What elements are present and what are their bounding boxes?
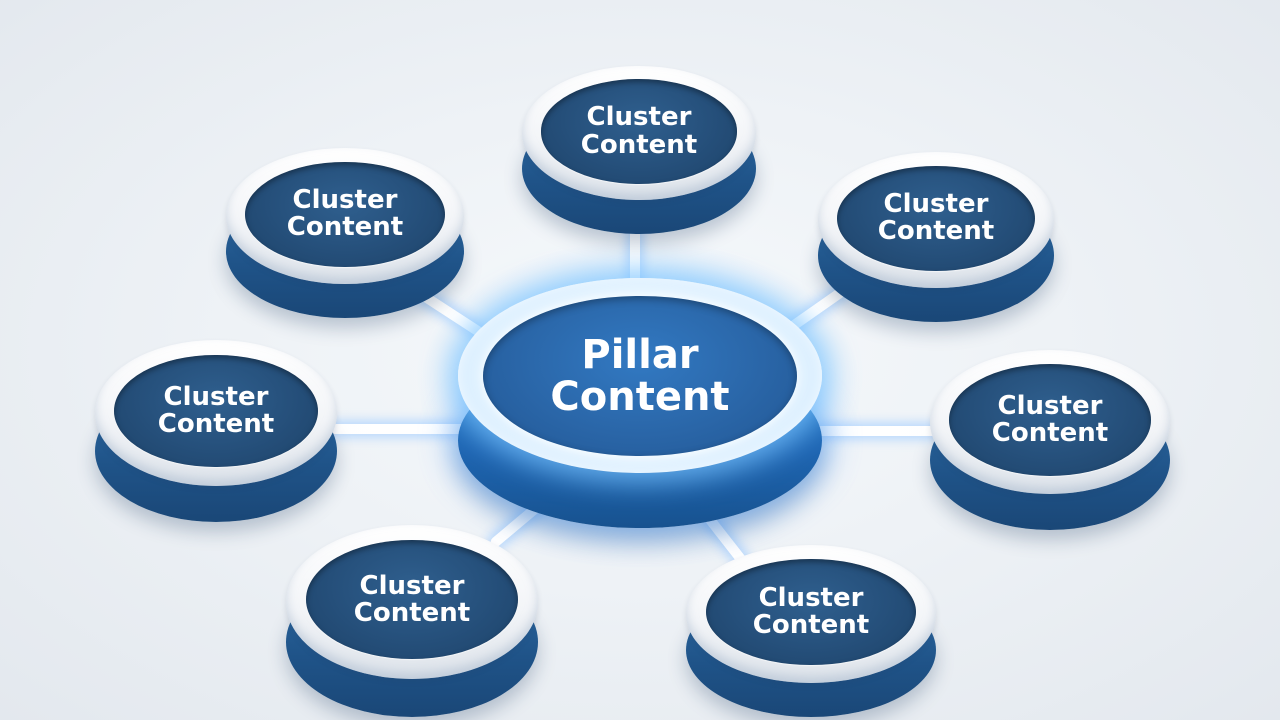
cluster-node-label-line1: Cluster bbox=[586, 102, 692, 133]
cluster-node-top-right: Cluster Content bbox=[818, 152, 1054, 322]
cluster-node-face: Cluster Content bbox=[540, 79, 738, 184]
cluster-node-label-line2: Content bbox=[286, 212, 404, 243]
pillar-node-label-line2: Content bbox=[550, 373, 730, 420]
cluster-node-label-line2: Content bbox=[353, 597, 471, 628]
cluster-node-face: Cluster Content bbox=[114, 354, 318, 468]
cluster-node-bottom-left: Cluster Content bbox=[286, 525, 538, 717]
cluster-node-right: Cluster Content bbox=[930, 350, 1170, 530]
cluster-node-face: Cluster Content bbox=[245, 161, 445, 267]
cluster-node-top-left: Cluster Content bbox=[226, 148, 464, 318]
pillar-node-label-line1: Pillar bbox=[581, 331, 699, 378]
cluster-node-label-line2: Content bbox=[580, 129, 698, 160]
cluster-node-label-line2: Content bbox=[752, 610, 870, 641]
pillar-node-face: Pillar Content bbox=[483, 295, 797, 456]
cluster-node-label-line1: Cluster bbox=[359, 570, 465, 601]
connector-left bbox=[330, 424, 465, 434]
connector-right bbox=[812, 426, 937, 436]
cluster-node-face: Cluster Content bbox=[306, 540, 518, 660]
cluster-node-bottom-right: Cluster Content bbox=[686, 545, 936, 717]
cluster-node-face: Cluster Content bbox=[836, 165, 1036, 271]
cluster-node-left: Cluster Content bbox=[95, 340, 337, 522]
cluster-node-label-line1: Cluster bbox=[163, 381, 269, 412]
cluster-node-label-line2: Content bbox=[157, 408, 275, 439]
cluster-node-label-line2: Content bbox=[877, 216, 995, 247]
cluster-node-top: Cluster Content bbox=[522, 66, 756, 234]
cluster-node-label-line2: Content bbox=[991, 418, 1109, 449]
cluster-node-label-line1: Cluster bbox=[758, 582, 864, 613]
cluster-node-label-line1: Cluster bbox=[292, 184, 398, 215]
cluster-node-face: Cluster Content bbox=[949, 364, 1151, 476]
cluster-node-face: Cluster Content bbox=[706, 558, 916, 666]
pillar-node: Pillar Content bbox=[458, 278, 822, 528]
cluster-node-label-line1: Cluster bbox=[997, 390, 1103, 421]
cluster-node-label-line1: Cluster bbox=[883, 188, 989, 219]
